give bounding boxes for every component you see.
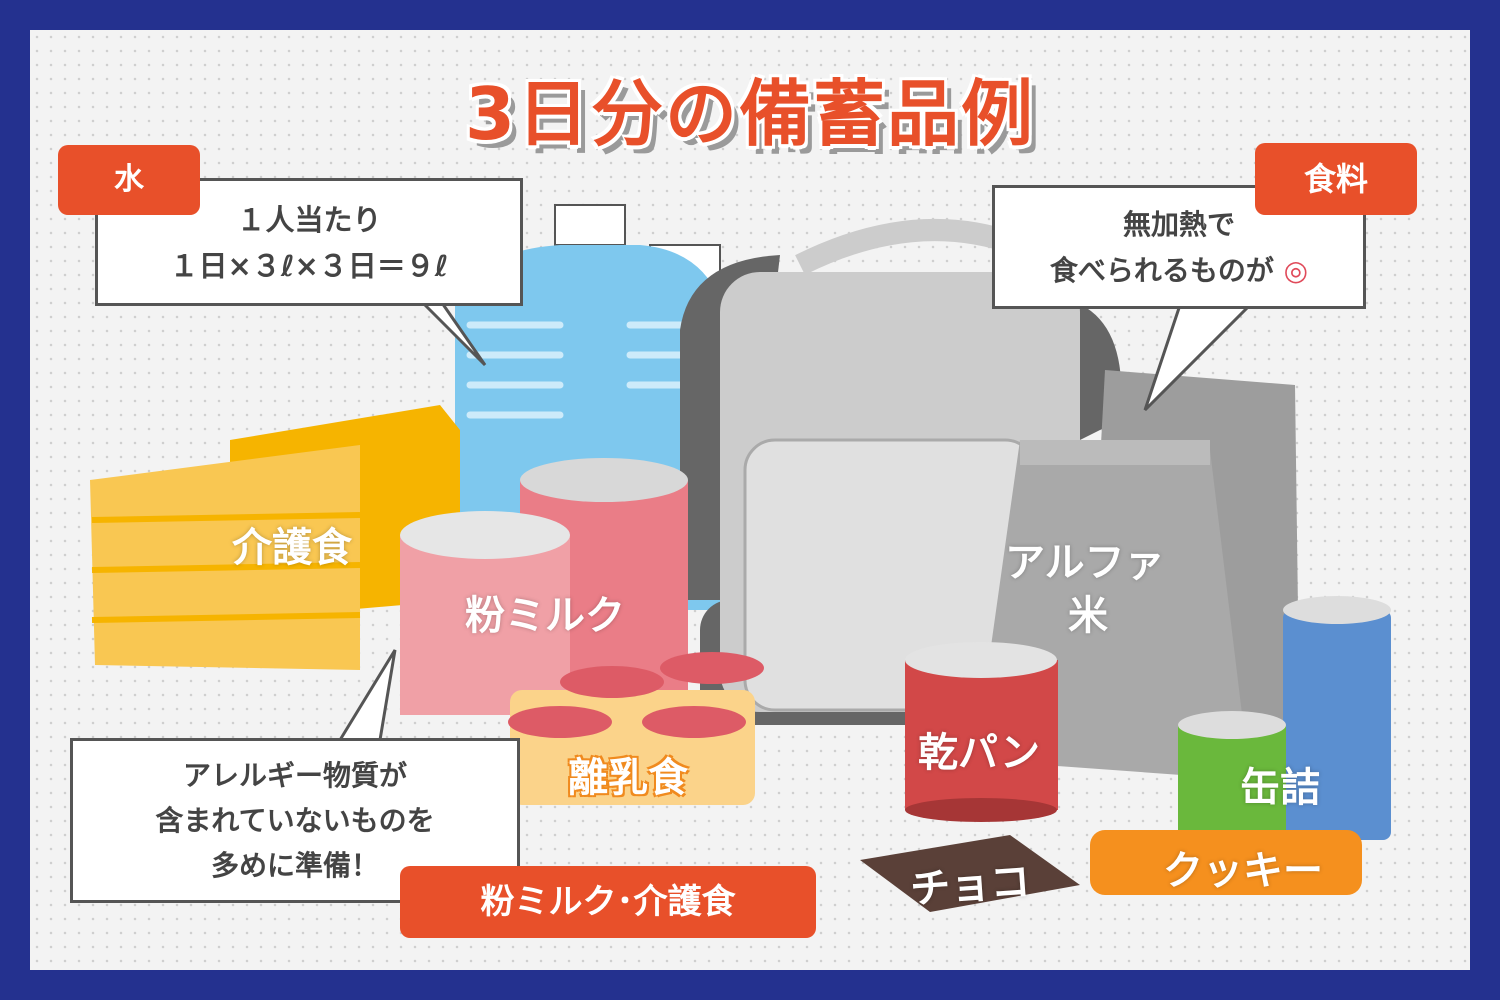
powdered-milk-label: 粉ミルク [465,593,625,639]
milk-callout-line1: アレルギー物質が [182,759,407,792]
cookie-label: クッキー [1163,848,1323,894]
care-food-label: 介護食 [232,525,352,571]
water-tag: 水 [58,145,200,215]
baby-food-label: 離乳食 [568,755,688,801]
care-food-boxes-illustration [90,405,460,670]
canned-goods-label: 缶詰 [1240,765,1320,811]
milk-callout-line2: 含まれていないものを [155,804,435,837]
milk-callout-line3: 多めに準備！ [210,849,379,882]
chocolate-illustration [860,835,1080,912]
hardtack-label: 乾パン [918,730,1040,776]
milk-callout: アレルギー物質が 含まれていないものを 多めに準備！ [70,738,520,903]
chocolate-label: チョコ [908,858,1032,914]
page-title: 3日分の備蓄品例 [464,72,1036,156]
water-callout-line1: １人当たり [236,203,382,237]
baby-food-jars-illustration [508,652,764,805]
water-callout-line2: １日×３ℓ×３日＝９ℓ [169,249,449,283]
hardtack-can-illustration [905,642,1058,822]
food-callout-line1: 無加熱で [1122,208,1235,241]
alpha-rice-label-1: アルファ [1005,540,1165,586]
cookie-illustration [1090,830,1362,895]
milk-tag: 粉ミルク･介護食 [400,866,816,938]
milk-cans-illustration [400,458,688,715]
alpha-rice-label-2: 米 [1068,593,1108,639]
food-callout-line2: 食べられるものが [1049,254,1274,287]
food-tag: 食料 [1255,143,1417,215]
double-circle-icon: ◎ [1283,254,1309,287]
canned-goods-illustration [1178,596,1391,840]
